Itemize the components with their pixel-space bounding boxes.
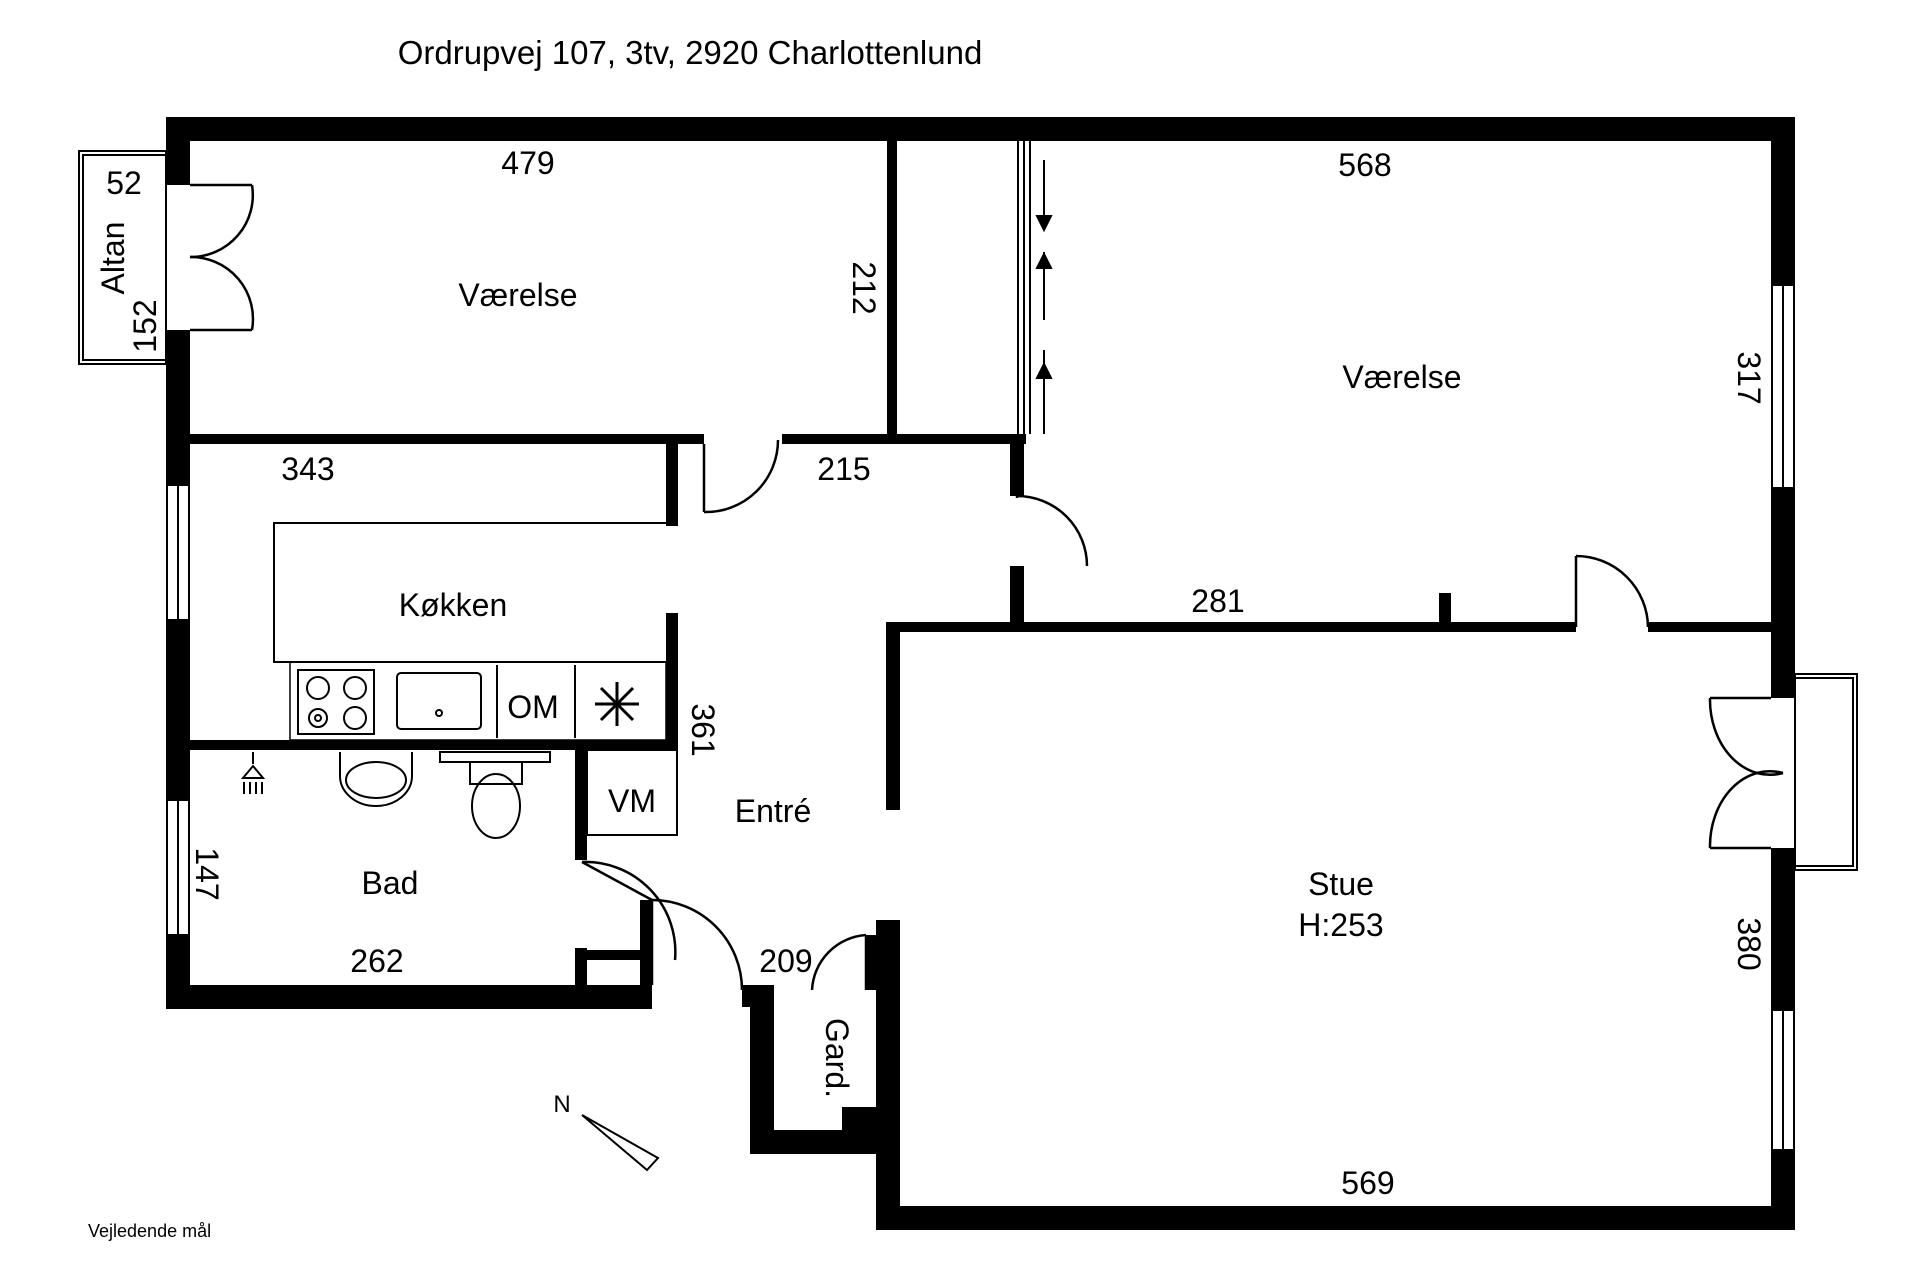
wall-gard-nib <box>842 1107 876 1133</box>
room-label-entre: Entré <box>735 793 811 829</box>
door-vaerelse-left <box>702 439 780 514</box>
balconies <box>78 150 1858 871</box>
room-labels: Værelse Værelse Køkken Entré Bad Stue H:… <box>95 222 1462 1098</box>
wall-koekken-right-upper <box>666 444 678 526</box>
door-altan <box>189 183 255 332</box>
shower-icon <box>240 752 266 794</box>
wall-vaerelse1-bottom-b <box>782 434 1026 444</box>
wall-vaerelse1-bottom-a <box>190 434 704 444</box>
wall-gard-right <box>866 935 878 990</box>
toilet-icon <box>439 751 551 839</box>
door-front <box>650 898 744 991</box>
dim-380: 380 <box>1731 917 1767 970</box>
north-arrow-icon: N <box>553 1091 660 1172</box>
walls <box>166 117 1795 1230</box>
wall-right-4 <box>1771 1150 1795 1230</box>
wall-stue-left-lower <box>876 920 900 1230</box>
balcony-right <box>1794 673 1858 871</box>
room-label-altan: Altan <box>95 222 131 295</box>
wall-bottom-stue <box>876 1206 1795 1230</box>
room-label-koekken: Køkken <box>399 587 507 623</box>
wall-vaerelse1-right <box>887 141 897 436</box>
dim-262: 262 <box>350 943 403 979</box>
wall-stue-top-a <box>888 622 1576 632</box>
dim-569: 569 <box>1341 1165 1394 1201</box>
wall-koekken-bad <box>190 740 678 750</box>
door-vaerelse-stue <box>1574 554 1650 628</box>
room-label-vaerelse-right: Værelse <box>1342 359 1461 395</box>
water-meter-box <box>586 749 678 836</box>
dim-147: 147 <box>189 847 225 900</box>
wall-gard-post <box>742 985 774 1007</box>
arrow-up-icon <box>1035 251 1053 269</box>
counter-base <box>289 661 667 741</box>
windows <box>166 284 1795 1151</box>
kitchen-sink-icon <box>396 672 482 730</box>
wall-right-3 <box>1771 848 1795 1010</box>
dim-281: 281 <box>1191 583 1244 619</box>
room-label-gard: Gard. <box>819 1018 855 1098</box>
dimension-labels: 479 568 212 317 343 215 281 361 147 262 … <box>106 145 1767 1201</box>
cooktop-icon <box>297 669 375 735</box>
kitchen-fixtures <box>273 522 667 741</box>
wall-left-3 <box>166 620 190 800</box>
door-balcony-right <box>1708 696 1784 850</box>
dim-52: 52 <box>106 165 142 201</box>
wall-left-2 <box>166 330 190 485</box>
wall-bad-bottom-step <box>575 948 587 998</box>
wall-bottom-bad <box>166 985 652 1009</box>
dim-568: 568 <box>1338 147 1391 183</box>
wall-top <box>166 117 1795 141</box>
doors <box>189 183 1784 991</box>
dim-152: 152 <box>127 299 163 352</box>
door-vaerelse-right <box>1015 494 1089 567</box>
plan-title: Ordrupvej 107, 3tv, 2920 Charlottenlund <box>398 34 983 71</box>
sliding-wardrobe <box>1017 141 1053 434</box>
wall-right-2 <box>1771 488 1795 698</box>
arrow-down-icon <box>1035 215 1053 233</box>
dim-212: 212 <box>846 261 882 314</box>
room-height-stue: H:253 <box>1298 907 1383 943</box>
wall-bad-inner-post <box>640 900 652 1000</box>
wall-stue-top-b <box>1648 622 1795 632</box>
label-water-meter: VM <box>608 783 656 819</box>
room-label-stue: Stue <box>1308 866 1374 902</box>
wall-stue-left-upper <box>886 622 900 810</box>
freezer-icon <box>595 682 639 726</box>
dim-479: 479 <box>501 145 554 181</box>
dim-215: 215 <box>817 451 870 487</box>
dim-317: 317 <box>1731 351 1767 404</box>
wall-bad-right <box>575 748 587 860</box>
door-gard <box>810 933 868 991</box>
room-label-bad: Bad <box>362 865 419 901</box>
footer-note: Vejledende mål <box>88 1221 211 1241</box>
wall-entre-right-lower <box>1010 566 1024 626</box>
wall-gard-bottom <box>750 1130 876 1154</box>
wall-bad-inner <box>575 950 645 960</box>
arrow-up-icon <box>1035 361 1053 379</box>
label-oven: OM <box>507 689 559 725</box>
bath-fixtures <box>240 749 678 839</box>
compass-label: N <box>553 1091 570 1118</box>
dim-343: 343 <box>281 451 334 487</box>
dim-209: 209 <box>759 943 812 979</box>
wall-left-1 <box>166 117 190 185</box>
wall-stub <box>1439 593 1451 623</box>
door-bad <box>581 860 677 961</box>
wall-entre-right-upper <box>1010 434 1024 496</box>
wall-right-1 <box>1771 117 1795 285</box>
wall-gard-left <box>750 985 774 1153</box>
room-label-vaerelse-left: Værelse <box>458 277 577 313</box>
wall-koekken-right-lower <box>666 613 678 748</box>
dim-361: 361 <box>685 703 721 756</box>
washbasin-icon <box>339 752 413 807</box>
